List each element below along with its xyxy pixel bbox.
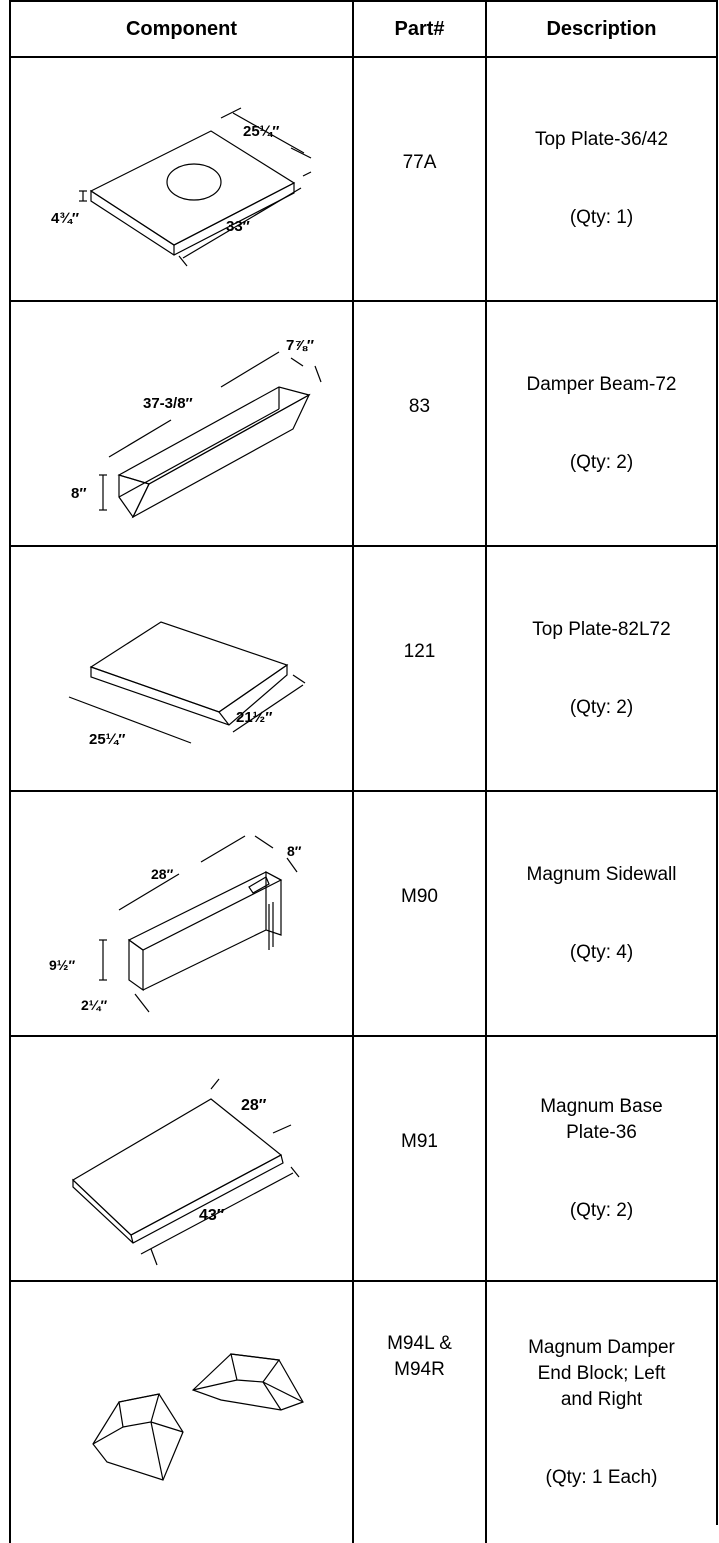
- description-name: Magnum Sidewall: [526, 863, 677, 885]
- magnum-damper-end-blocks-drawing: [92, 1353, 304, 1481]
- row-divider: [9, 545, 718, 547]
- dimension-depth: 21½″: [236, 709, 272, 726]
- top-plate-82l72-drawing: 21½″ 25¼″: [68, 621, 306, 748]
- header-component: Component: [125, 18, 238, 40]
- damper-beam-72-drawing: 37-3/8″ 7⅞″ 8″: [71, 337, 322, 519]
- part-number-line-1: M94L &: [387, 1333, 452, 1354]
- column-divider-1: [352, 0, 354, 1543]
- header-description: Description: [546, 18, 657, 40]
- description-83: Damper Beam-72 (Qty: 2): [487, 302, 716, 545]
- part-number-line-2: M94R: [394, 1359, 445, 1380]
- description-77a: Top Plate-36/42 (Qty: 1): [487, 58, 716, 300]
- dimension-length: 37-3/8″: [143, 395, 193, 412]
- row-divider: [9, 1035, 718, 1037]
- dimension-width: 28″: [241, 1097, 267, 1114]
- magnum-base-plate-36-drawing: 28″ 43″: [72, 1078, 300, 1266]
- dimension-width: 25¼″: [243, 123, 279, 140]
- part-number-m90: M90: [401, 886, 438, 907]
- description-121: Top Plate-82L72 (Qty: 2): [487, 547, 716, 790]
- part-number-m91: M91: [401, 1131, 438, 1152]
- table-border-right: [716, 0, 718, 1525]
- part-number-83: 83: [408, 396, 431, 417]
- top-plate-36-42-drawing: 25¼″ 4¾″ 33″: [51, 107, 312, 267]
- description-m94: Magnum Damper End Block; Left and Right …: [487, 1282, 716, 1543]
- description-name-line-2: End Block; Left: [537, 1362, 666, 1384]
- table-border-top: [9, 0, 718, 2]
- row-divider: [9, 56, 718, 58]
- table-border-left: [9, 0, 11, 1543]
- description-qty: (Qty: 2): [569, 451, 634, 473]
- dimension-height: 8″: [71, 485, 87, 502]
- row-divider: [9, 1280, 718, 1282]
- dimension-height: 4¾″: [51, 210, 79, 227]
- magnum-sidewall-drawing: 28″ 8″ 9½″ 2¼″: [49, 835, 302, 1013]
- description-name-line-1: Magnum Damper: [528, 1336, 675, 1358]
- row-divider: [9, 300, 718, 302]
- description-name: Damper Beam-72: [526, 373, 677, 395]
- description-qty: (Qty: 1 Each): [545, 1466, 658, 1488]
- description-qty: (Qty: 1): [569, 207, 634, 228]
- row-divider: [9, 790, 718, 792]
- description-m90: Magnum Sidewall (Qty: 4): [487, 792, 716, 1035]
- dimension-depth: 7⅞″: [286, 337, 314, 354]
- description-name-line-2: Plate-36: [566, 1121, 637, 1143]
- part-number-77a: 77A: [402, 152, 437, 173]
- header-part-number: Part#: [394, 18, 445, 40]
- description-name: Top Plate-82L72: [532, 618, 671, 640]
- description-qty: (Qty: 2): [569, 696, 634, 718]
- part-number-121: 121: [403, 641, 436, 662]
- dimension-width: 25¼″: [89, 731, 125, 748]
- dimension-length: 28″: [151, 866, 174, 882]
- dimension-thickness: 2¼″: [81, 997, 107, 1013]
- description-qty: (Qty: 2): [569, 1199, 634, 1221]
- dimension-length: 43″: [199, 1207, 225, 1224]
- column-divider-2: [485, 0, 487, 1543]
- description-m91: Magnum Base Plate-36 (Qty: 2): [487, 1037, 716, 1280]
- description-name: Top Plate-36/42: [534, 129, 669, 150]
- description-name-line-3: and Right: [560, 1388, 643, 1410]
- dimension-length: 33″: [226, 218, 250, 235]
- description-name-line-1: Magnum Base: [540, 1095, 663, 1117]
- dimension-width: 8″: [287, 843, 302, 859]
- description-qty: (Qty: 4): [569, 941, 634, 963]
- dimension-height: 9½″: [49, 957, 75, 973]
- part-number-m94: M94L & M94R: [354, 1282, 485, 1432]
